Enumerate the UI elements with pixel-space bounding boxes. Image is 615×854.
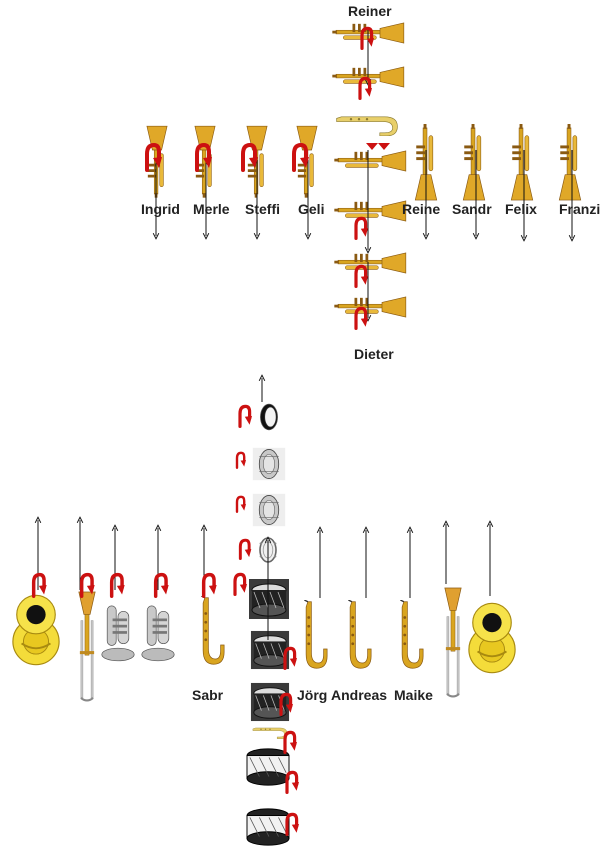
label-right-2: Sandr: [452, 201, 492, 217]
sousaphone-icon: [11, 594, 61, 666]
label-right-3: Felix: [505, 201, 537, 217]
turn-arrow-icon: [238, 404, 252, 428]
trumpet-icon: [333, 200, 407, 222]
drum-icon: [246, 748, 290, 786]
trumpet-icon: [462, 124, 486, 201]
saxophone-icon: [336, 116, 398, 136]
label-top: Reiner: [348, 3, 392, 19]
trumpet-icon: [558, 124, 582, 201]
label-lower-1: Sabr: [192, 687, 224, 703]
label-right-4: Franzi: [559, 201, 601, 217]
trumpet-icon: [333, 252, 407, 274]
turn-arrow-icon: [235, 495, 246, 514]
trombone-icon: [77, 590, 97, 702]
saxophone-icon: [399, 600, 424, 669]
drum-icon: [260, 403, 278, 431]
trombone-icon: [443, 586, 463, 698]
turn-arrow-icon: [109, 572, 126, 598]
label-lower-3: Andreas: [331, 687, 388, 703]
turn-arrow-icon: [233, 572, 248, 596]
baritone-icon: [141, 605, 175, 662]
sousaphone-icon: [467, 602, 517, 674]
label-left-4: Geli: [298, 201, 325, 217]
trumpet-icon: [333, 296, 407, 318]
label-left-1: Ingrid: [141, 201, 180, 217]
left-row: [147, 125, 318, 236]
drum-icon: [246, 808, 290, 846]
turn-arrow-icon: [354, 216, 368, 240]
saxophone-icon: [200, 596, 225, 665]
label-lower-4: Maike: [394, 687, 433, 703]
right-row: [414, 124, 582, 238]
turn-arrow-icon: [235, 451, 246, 470]
drum-icon: [252, 493, 286, 527]
drum-icon: [250, 682, 290, 722]
drum-icon: [248, 578, 290, 620]
saxophone-icon: [252, 727, 288, 740]
lower-formation: [11, 378, 517, 846]
saxophone-icon: [347, 600, 372, 669]
turn-arrow-icon: [285, 770, 300, 794]
label-lower-2: Jörg: [297, 687, 328, 703]
turn-arrow-icon: [238, 538, 252, 560]
drum-icon: [250, 630, 290, 670]
drum-icon: [252, 447, 286, 481]
turn-arrow-icon: [283, 730, 298, 754]
center-column: [331, 22, 407, 330]
baritone-icon: [101, 605, 135, 662]
trumpet-icon: [333, 150, 407, 172]
label-left-3: Steffi: [245, 201, 280, 217]
label-bottom: Dieter: [354, 346, 394, 362]
turn-arrow-icon: [366, 143, 390, 150]
saxophone-icon: [303, 600, 328, 669]
percussion-column: [235, 378, 300, 846]
trumpet-icon: [510, 124, 534, 201]
turn-arrow-icon: [31, 572, 48, 598]
turn-arrow-icon: [201, 572, 218, 598]
trumpet-formation: [147, 22, 582, 330]
label-left-2: Merle: [193, 201, 230, 217]
label-right-1: Reine: [402, 201, 441, 217]
